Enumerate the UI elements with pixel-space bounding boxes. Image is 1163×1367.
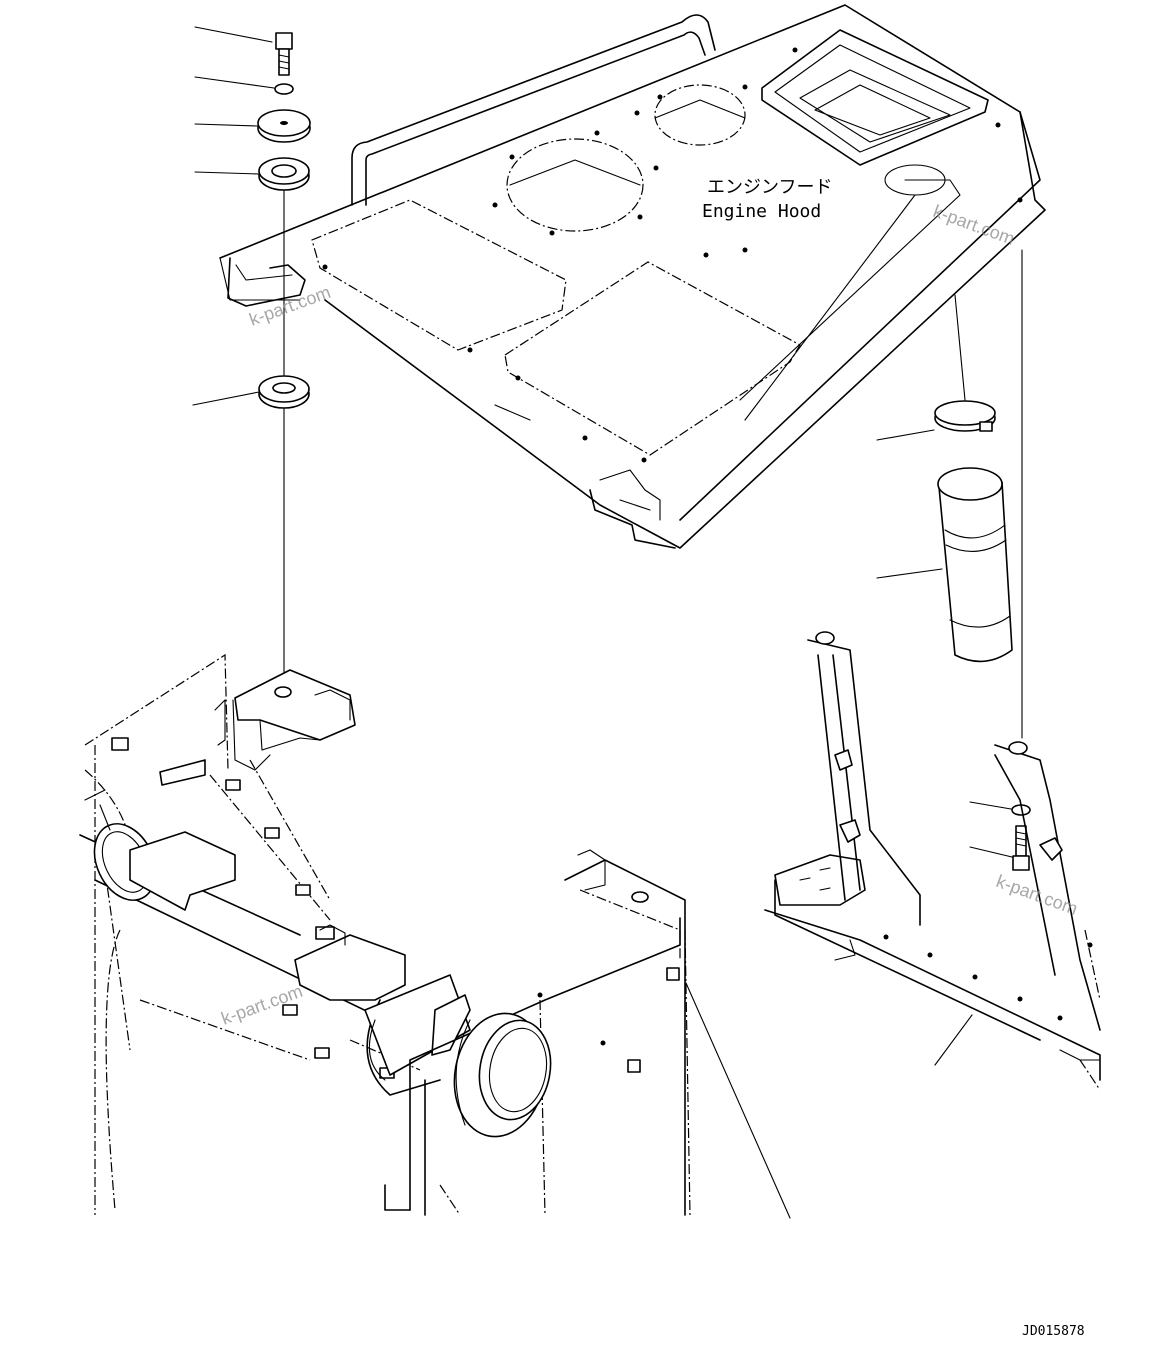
hose-clamp	[934, 400, 996, 432]
frame-bolts	[111, 737, 680, 1079]
right-duct-hardware	[934, 249, 1031, 871]
mount-bolt-lower	[1012, 825, 1030, 871]
drawing-code: JD015878	[1022, 1324, 1085, 1339]
plate-washer	[257, 109, 311, 143]
left-mount-hardware	[257, 32, 311, 686]
flexible-duct	[937, 467, 1013, 663]
hood-label-english: Engine Hood	[702, 201, 821, 222]
right-frame	[764, 631, 1101, 1091]
leader-lines	[192, 26, 1013, 1219]
rubber-cushion-lower	[258, 375, 310, 409]
hood-label-japanese: エンジンフード	[707, 177, 832, 198]
watermark-1: k-part.com	[247, 282, 334, 330]
left-frame	[79, 653, 691, 1216]
spring-washer-upper	[274, 83, 294, 95]
engine-hood: エンジンフード Engine Hood	[219, 4, 1046, 549]
rubber-cushion-upper	[258, 157, 310, 191]
mount-bolt-upper	[275, 32, 293, 76]
watermark-4: k-part.com	[994, 871, 1081, 919]
